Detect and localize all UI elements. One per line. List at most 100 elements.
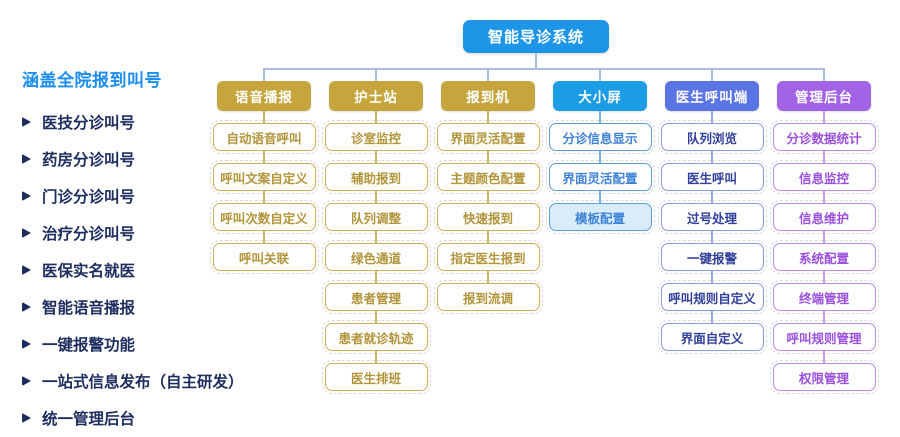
connector-stub (823, 68, 825, 81)
connector-link (711, 151, 713, 163)
branch-header: 大小屏 (553, 81, 647, 111)
feature-node: 医生排班 (321, 360, 431, 394)
feature-node: 系统配置 (769, 240, 879, 274)
feature-node: 诊室监控 (321, 120, 431, 154)
sidebar-feature-label: 统一管理后台 (42, 410, 136, 428)
feature-node: 呼叫文案自定义 (209, 160, 319, 194)
sidebar-feature-item: 智能语音播报 (22, 288, 244, 325)
feature-node: 信息维护 (769, 200, 879, 234)
feature-sidebar: 涵盖全院报到叫号 医技分诊叫号药房分诊叫号门诊分诊叫号治疗分诊叫号医保实名就医智… (22, 66, 244, 436)
feature-node: 呼叫规则自定义 (657, 280, 767, 314)
sidebar-list: 医技分诊叫号药房分诊叫号门诊分诊叫号治疗分诊叫号医保实名就医智能语音播报一键报警… (22, 103, 244, 436)
connector-link (487, 271, 489, 283)
branch-column: 管理后台分诊数据统计信息监控信息维护系统配置终端管理呼叫规则管理权限管理 (768, 68, 880, 394)
connector-link (375, 351, 377, 363)
connector-stub (487, 68, 489, 81)
sidebar-feature-label: 一键报警功能 (42, 336, 136, 354)
arrow-bullet-icon (22, 301, 31, 312)
sidebar-title: 涵盖全院报到叫号 (22, 71, 162, 90)
connector-link (375, 151, 377, 163)
connector-link (599, 151, 601, 163)
connector-link (263, 111, 265, 123)
sidebar-feature-label: 医技分诊叫号 (42, 114, 136, 132)
feature-node: 快速报到 (433, 200, 543, 234)
feature-node: 界面灵活配置 (433, 120, 543, 154)
feature-node: 信息监控 (769, 160, 879, 194)
branch-header: 护士站 (329, 81, 423, 111)
feature-node: 队列浏览 (657, 120, 767, 154)
feature-node: 分诊数据统计 (769, 120, 879, 154)
connector-link (711, 231, 713, 243)
branch-column: 报到机界面灵活配置主题颜色配置快速报到指定医生报到报到流调 (432, 68, 544, 391)
connector-stub (263, 68, 265, 81)
connector-link (599, 111, 601, 123)
connector-stub (599, 68, 601, 81)
branch-column: 护士站诊室监控辅助报到队列调整绿色通道患者管理患者就诊轨迹医生排班 (320, 68, 432, 394)
sidebar-feature-item: 统一管理后台 (22, 399, 244, 436)
connector-link (263, 151, 265, 163)
arrow-bullet-icon (22, 264, 31, 275)
arrow-bullet-icon (22, 116, 31, 127)
sidebar-feature-item: 门诊分诊叫号 (22, 177, 244, 214)
connector-link (487, 231, 489, 243)
feature-node: 过号处理 (657, 200, 767, 234)
connector-link (375, 311, 377, 323)
sidebar-feature-item: 一站式信息发布（自主研发） (22, 362, 244, 399)
feature-node: 绿色通道 (321, 240, 431, 274)
connector-link (375, 231, 377, 243)
sidebar-feature-item: 医技分诊叫号 (22, 103, 244, 140)
feature-node: 权限管理 (769, 360, 879, 394)
arrow-bullet-icon (22, 338, 31, 349)
feature-node: 分诊信息显示 (545, 120, 655, 154)
feature-node: 自动语音呼叫 (209, 120, 319, 154)
connector-link (823, 111, 825, 123)
feature-node: 模板配置 (545, 200, 655, 234)
branch-columns: 语音播报自动语音呼叫呼叫文案自定义呼叫次数自定义呼叫关联护士站诊室监控辅助报到队… (208, 68, 880, 394)
branch-column: 大小屏分诊信息显示界面灵活配置模板配置 (544, 68, 656, 391)
feature-node: 指定医生报到 (433, 240, 543, 274)
feature-node: 呼叫次数自定义 (209, 200, 319, 234)
root-node: 智能导诊系统 (463, 20, 609, 53)
sidebar-feature-label: 门诊分诊叫号 (42, 188, 136, 206)
connector-link (375, 191, 377, 203)
arrow-bullet-icon (22, 190, 31, 201)
feature-node: 医生呼叫 (657, 160, 767, 194)
connector-link (263, 231, 265, 243)
branch-column: 医生呼叫端队列浏览医生呼叫过号处理一键报警呼叫规则自定义界面自定义 (656, 68, 768, 391)
connector-link (823, 351, 825, 363)
sidebar-feature-label: 药房分诊叫号 (42, 151, 136, 169)
sidebar-feature-label: 医保实名就医 (42, 262, 136, 280)
sidebar-feature-item: 治疗分诊叫号 (22, 214, 244, 251)
branch-header: 管理后台 (777, 81, 871, 111)
feature-node: 主题颜色配置 (433, 160, 543, 194)
arrow-bullet-icon (22, 375, 31, 386)
feature-node: 一键报警 (657, 240, 767, 274)
connector-link (823, 191, 825, 203)
connector-link (375, 111, 377, 123)
sidebar-feature-label: 智能语音播报 (42, 299, 136, 317)
feature-node: 辅助报到 (321, 160, 431, 194)
connector-harness-line (264, 68, 825, 70)
connector-stub (711, 68, 713, 81)
connector-link (823, 271, 825, 283)
connector-link (487, 151, 489, 163)
branch-column: 语音播报自动语音呼叫呼叫文案自定义呼叫次数自定义呼叫关联 (208, 68, 320, 391)
feature-node: 终端管理 (769, 280, 879, 314)
feature-node: 界面灵活配置 (545, 160, 655, 194)
feature-node: 患者就诊轨迹 (321, 320, 431, 354)
feature-node: 呼叫规则管理 (769, 320, 879, 354)
feature-node: 呼叫关联 (209, 240, 319, 274)
connector-link (823, 151, 825, 163)
connector-stub (375, 68, 377, 81)
sidebar-feature-label: 治疗分诊叫号 (42, 225, 136, 243)
arrow-bullet-icon (22, 412, 31, 423)
connector-link (263, 191, 265, 203)
connector-link (823, 311, 825, 323)
feature-node: 界面自定义 (657, 320, 767, 354)
connector-link (487, 191, 489, 203)
connector-link (487, 111, 489, 123)
connector-root-stub (535, 53, 537, 68)
branch-header: 语音播报 (217, 81, 311, 111)
sidebar-feature-label: 一站式信息发布（自主研发） (42, 373, 244, 391)
connector-link (711, 311, 713, 323)
